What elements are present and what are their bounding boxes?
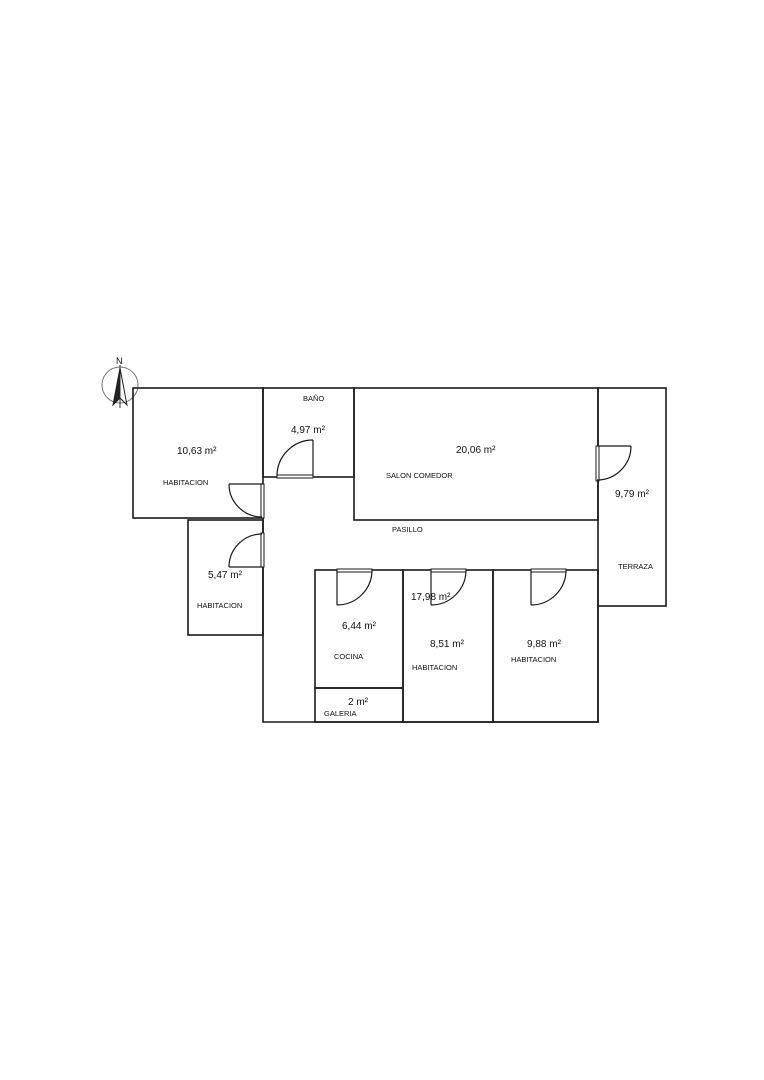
name-cocina: COCINA (334, 652, 363, 661)
name-habitacion-e: HABITACION (511, 655, 556, 664)
area-pasillo: 17,98 m² (411, 592, 451, 603)
door-habitacion-nw (228, 483, 265, 519)
area-salon: 20,06 m² (456, 445, 496, 456)
area-habitacion-nw: 10,63 m² (177, 446, 217, 457)
area-habitacion-c: 8,51 m² (430, 639, 465, 650)
room-terraza (597, 387, 667, 607)
name-galeria: GALERIA (324, 709, 357, 718)
name-pasillo: PASILLO (392, 525, 423, 534)
door-habitacion-c (430, 568, 467, 606)
area-habitacion-w: 5,47 m² (208, 570, 243, 581)
doors (228, 439, 632, 606)
door-bano (276, 439, 314, 479)
name-habitacion-c: HABITACION (412, 663, 457, 672)
compass-north-label: N (116, 356, 123, 366)
area-cocina: 6,44 m² (342, 621, 377, 632)
compass-icon: N (101, 356, 139, 408)
door-terraza (595, 445, 632, 482)
name-habitacion-w: HABITACION (197, 601, 242, 610)
area-habitacion-e: 9,88 m² (527, 639, 562, 650)
walls (132, 387, 667, 723)
area-galeria: 2 m² (348, 697, 369, 708)
area-bano: 4,97 m² (291, 425, 326, 436)
corridor-outline (262, 518, 599, 723)
door-habitacion-e (530, 568, 567, 606)
name-terraza: TERRAZA (618, 562, 653, 571)
door-cocina (336, 568, 373, 606)
name-bano: BAÑO (303, 394, 324, 403)
room-labels: 10,63 m² HABITACION BAÑO 4,97 m² 20,06 m… (163, 394, 653, 718)
name-habitacion-nw: HABITACION (163, 478, 208, 487)
door-habitacion-w (228, 532, 265, 568)
area-terraza: 9,79 m² (615, 489, 650, 500)
name-salon: SALON COMEDOR (386, 471, 453, 480)
